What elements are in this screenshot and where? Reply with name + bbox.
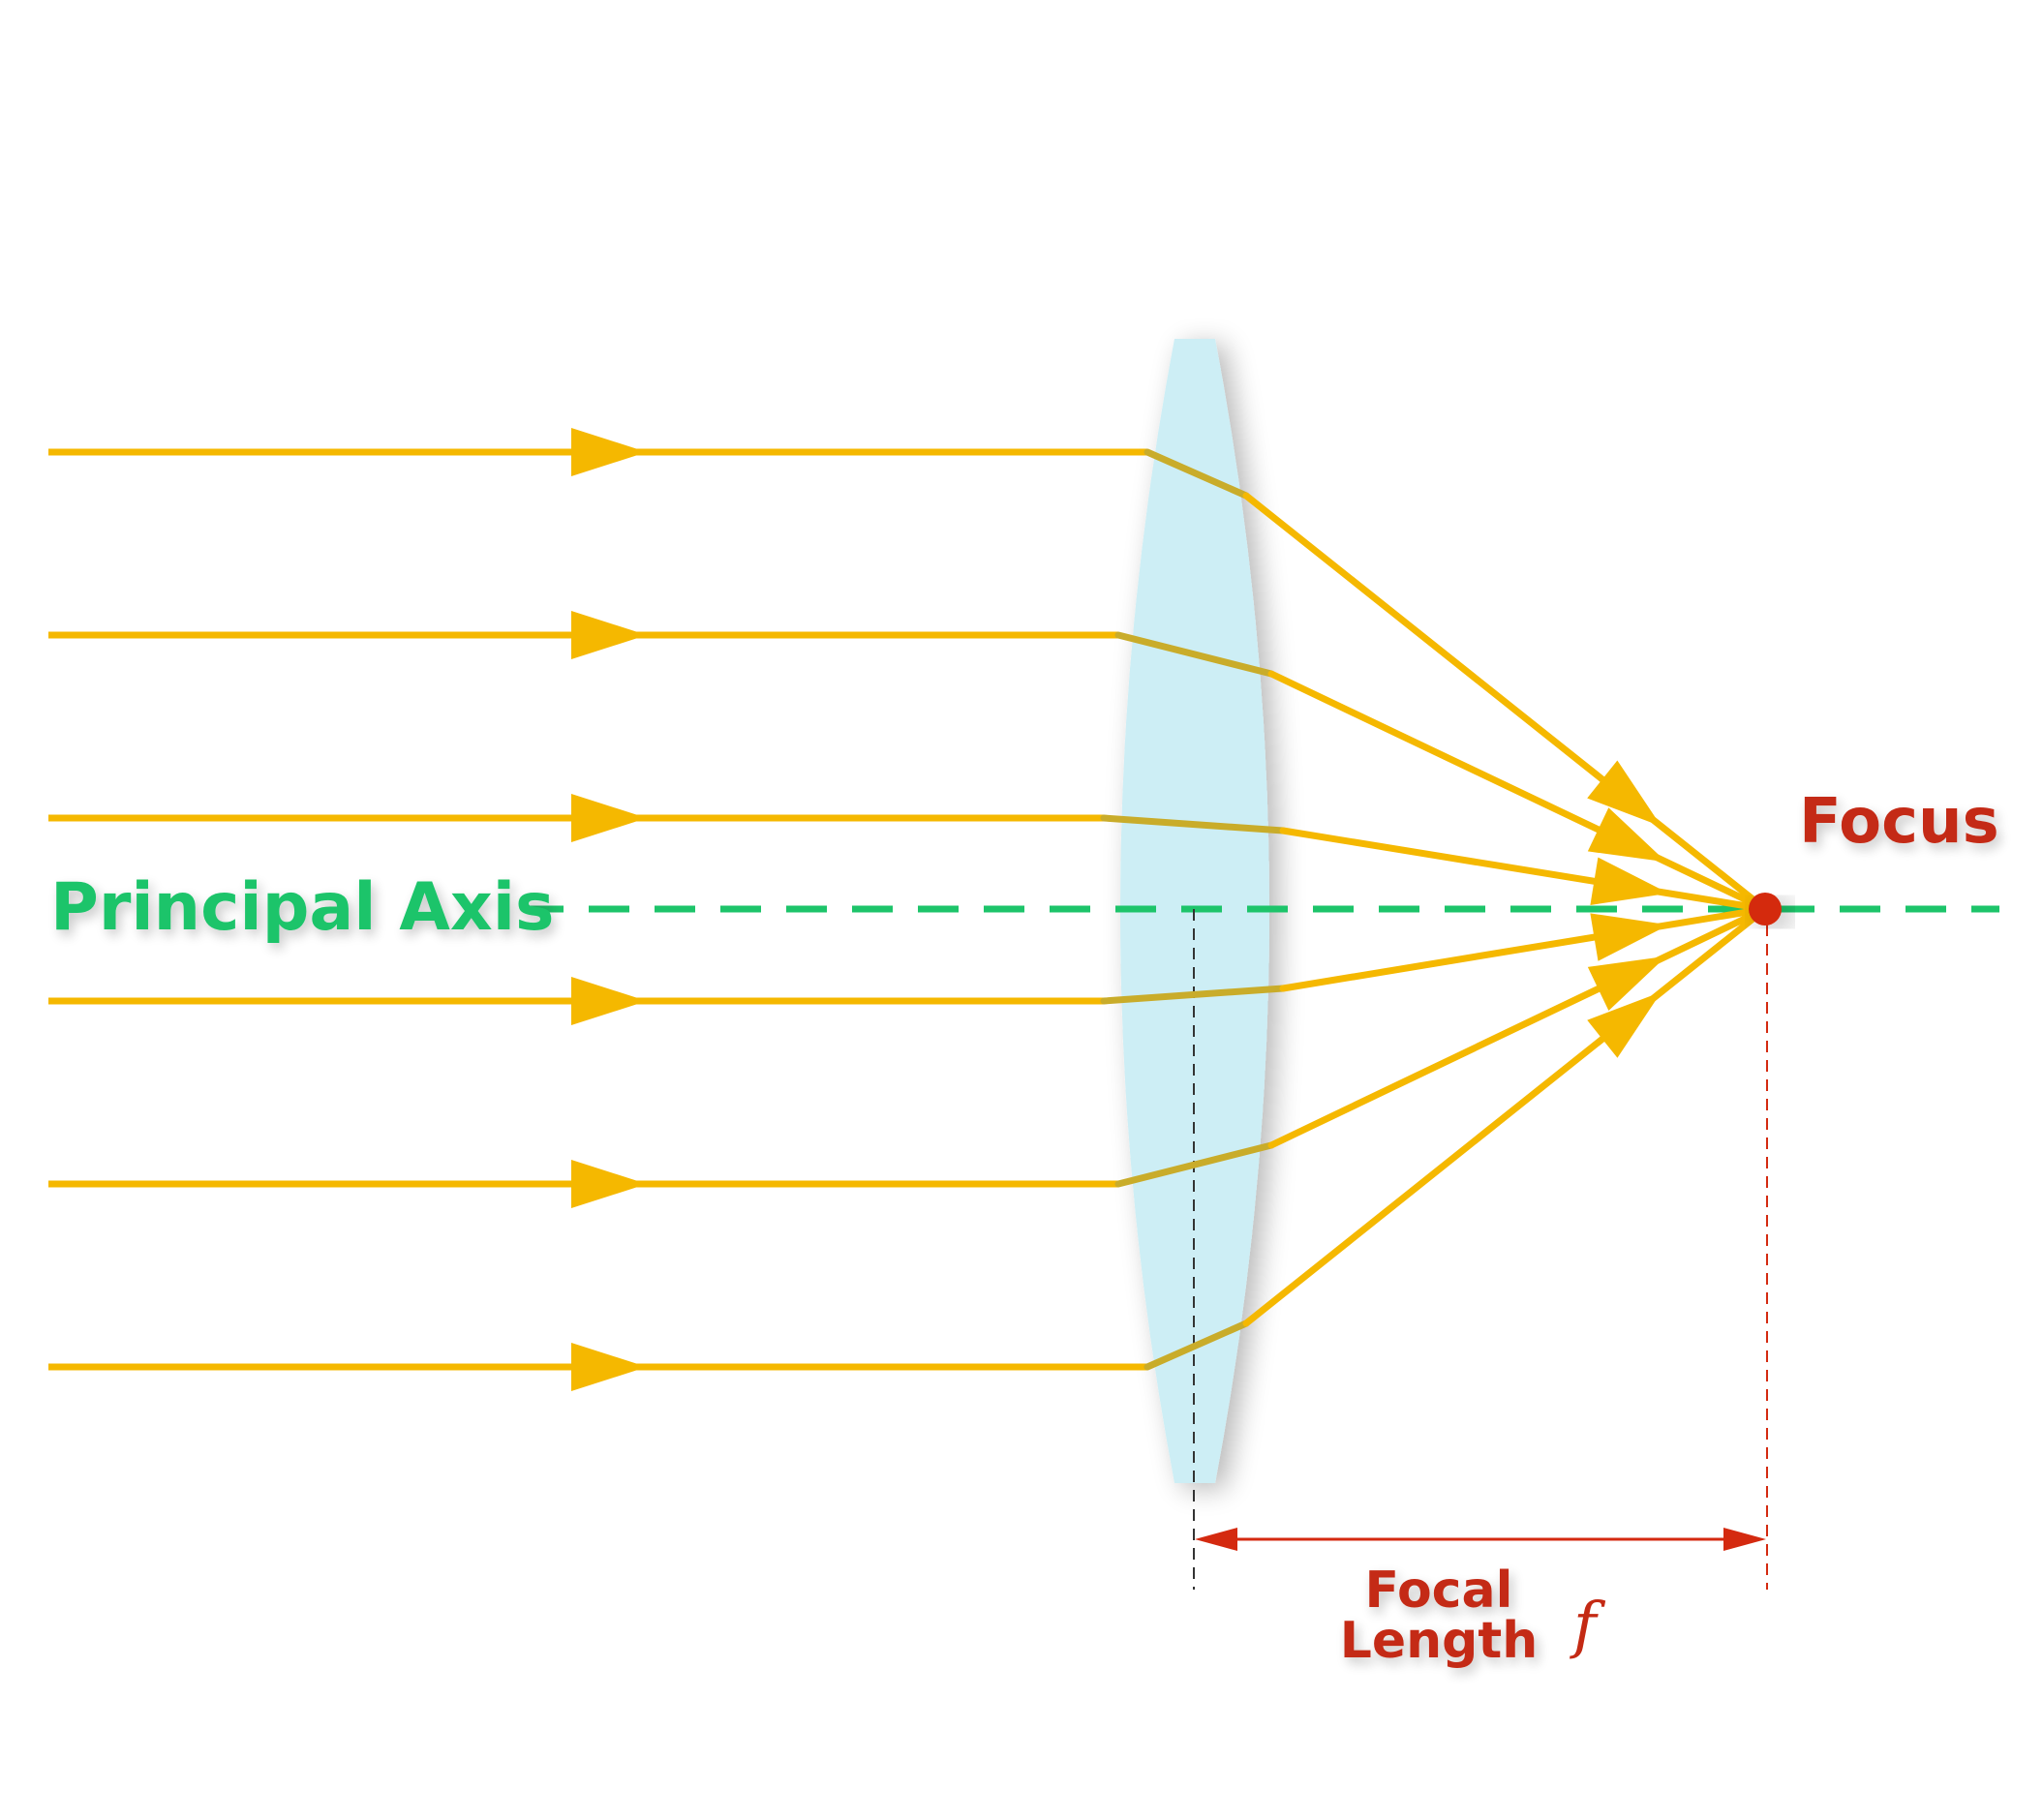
focal-length-arrowhead-left [1195,1528,1237,1551]
principal-axis-label: Principal Axis [50,869,555,946]
light-rays [48,428,1769,1391]
incident-ray-arrowhead [571,794,647,842]
refracted-ray-arrowhead [1590,913,1669,961]
focal-length-label-line1: Focal [1365,1562,1513,1620]
focus-label: Focus [1799,786,1999,858]
focal-length-arrowhead-right [1723,1528,1766,1551]
refracted-ray-segment [1267,670,1769,913]
ray-inside-lens-segment [1114,1141,1275,1188]
refracted-ray-arrowhead [1587,807,1666,863]
refracted-ray-arrowhead [1587,956,1666,1012]
focal-length-dimension [1195,1528,1766,1551]
refracted-ray-arrowhead [1587,991,1662,1058]
incident-ray-arrowhead [571,611,647,659]
focal-length-symbol: f [1570,1590,1606,1661]
refracted-ray-arrowhead [1587,760,1662,827]
refracted-ray-segment [1279,827,1769,913]
refracted-ray-arrowhead [1590,857,1669,905]
refracted-ray-segment [1242,492,1769,913]
ray-6 [48,905,1769,1391]
incident-ray-arrowhead [571,977,647,1025]
ray-4 [48,905,1769,1025]
refracted-ray-segment [1242,905,1769,1327]
ray-inside-lens-segment [1114,631,1275,678]
ray-3 [48,794,1769,913]
ray-inside-lens-segment [1143,1320,1250,1371]
ray-inside-lens-segment [1143,448,1250,500]
ray-1 [48,428,1769,913]
refracted-ray-segment [1267,905,1769,1149]
ray-inside-lens-segment [1100,985,1287,1005]
ray-inside-lens-segment [1100,814,1287,834]
ray-5 [48,905,1769,1208]
focus-point [1749,893,1782,925]
focal-length-label-line2: Length [1340,1612,1539,1670]
incident-ray-arrowhead [571,428,647,476]
refracted-ray-segment [1279,905,1769,992]
incident-ray-arrowhead [571,1343,647,1391]
incident-ray-arrowhead [571,1160,647,1208]
ray-2 [48,611,1769,913]
